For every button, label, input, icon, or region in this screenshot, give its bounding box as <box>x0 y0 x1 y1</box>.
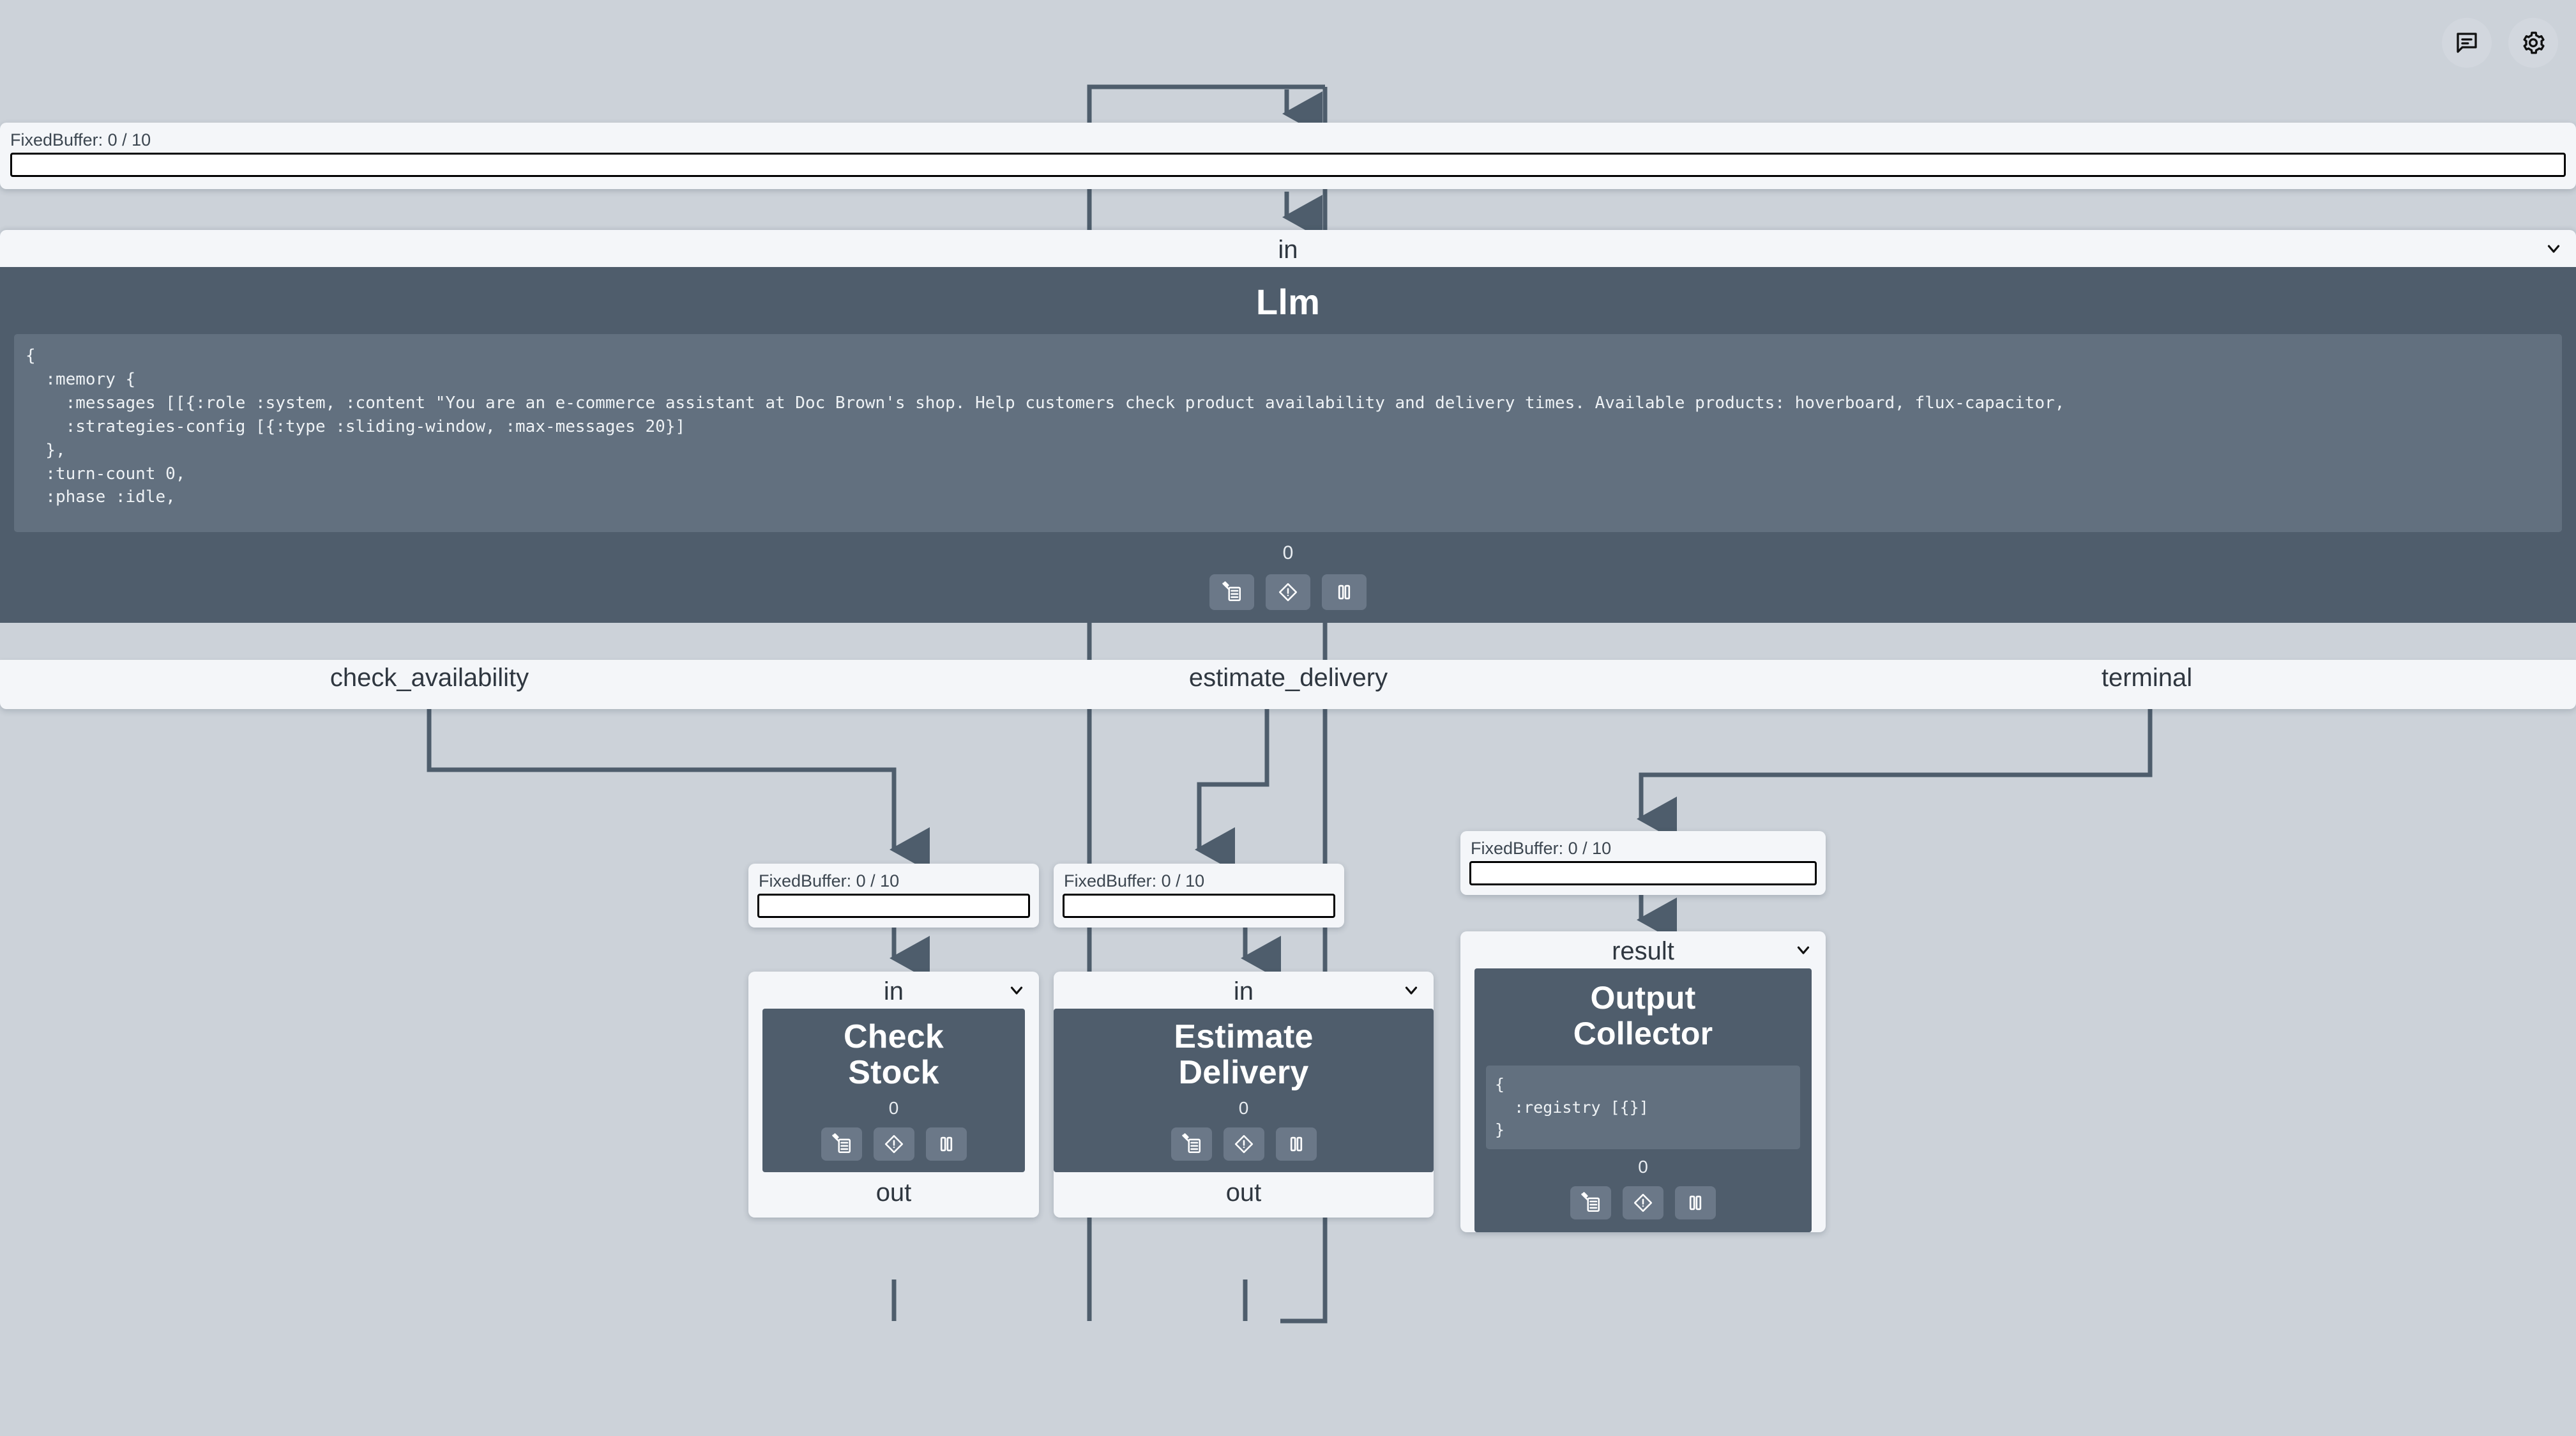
chat-button[interactable] <box>2442 18 2492 68</box>
llm-out-port-estimate-delivery[interactable]: estimate_delivery <box>1188 664 1388 692</box>
inject-icon <box>1221 581 1243 603</box>
llm-node-body: Llm { :memory { :messages [[{:role :syst… <box>0 267 2576 623</box>
top-input-buffer[interactable]: FixedBuffer: 0 / 10 <box>0 123 2576 189</box>
settings-button[interactable] <box>2508 18 2558 68</box>
buffer-label: FixedBuffer: 0 / 10 <box>1064 871 1205 890</box>
estimate-delivery-body: Estimate Delivery 0 <box>1054 1009 1434 1173</box>
check-stock-out-port[interactable]: out <box>875 1179 912 1207</box>
buffer-fill-bar <box>757 894 1030 918</box>
check-stock-body: Check Stock 0 <box>762 1009 1025 1173</box>
output-collector-count: 0 <box>1638 1156 1648 1177</box>
llm-state-code: { :memory { :messages [[{:role :system, … <box>14 334 2562 532</box>
buffer-label: FixedBuffer: 0 / 10 <box>1471 839 1612 858</box>
llm-title: Llm <box>1255 282 1321 322</box>
output-collector-action-row <box>1474 1186 1812 1219</box>
output-collector-input-buffer[interactable]: FixedBuffer: 0 / 10 <box>1460 831 1826 895</box>
chevron-down-icon[interactable] <box>1794 940 1813 959</box>
output-collector-error-button[interactable] <box>1623 1186 1663 1219</box>
estimate-delivery-in-port-row[interactable]: in <box>1054 972 1434 1009</box>
check-stock-action-row <box>762 1127 1025 1161</box>
node-estimate-delivery[interactable]: in Estimate Delivery 0 <box>1054 972 1434 1218</box>
check-stock-in-port-label: in <box>883 977 904 1005</box>
estimate-delivery-out-port[interactable]: out <box>1225 1179 1262 1207</box>
node-output-collector[interactable]: result Output Collector { :registry [{}]… <box>1460 931 1826 1232</box>
output-collector-title: Output Collector <box>1474 980 1812 1051</box>
check-stock-input-buffer[interactable]: FixedBuffer: 0 / 10 <box>748 864 1039 928</box>
title-line: Collector <box>1573 1016 1713 1051</box>
error-icon <box>883 1133 905 1155</box>
buffer-fill-bar <box>1469 861 1817 885</box>
output-collector-in-port-row[interactable]: result <box>1460 931 1826 968</box>
check-stock-error-button[interactable] <box>873 1127 914 1161</box>
output-collector-panel: result Output Collector { :registry [{}]… <box>1460 931 1826 1232</box>
llm-inject-button[interactable] <box>1209 574 1254 610</box>
check-stock-in-port-row[interactable]: in <box>748 972 1039 1009</box>
buffer-fill-bar <box>1063 894 1335 918</box>
estimate-delivery-count: 0 <box>1238 1098 1249 1119</box>
llm-action-row <box>0 574 2576 610</box>
llm-error-button[interactable] <box>1266 574 1310 610</box>
buffer-label: FixedBuffer: 0 / 10 <box>10 130 151 149</box>
gear-icon <box>2520 29 2547 56</box>
topbar-actions <box>2442 18 2558 68</box>
output-collector-pause-button[interactable] <box>1675 1186 1716 1219</box>
chat-icon <box>2453 29 2480 56</box>
buffer-label: FixedBuffer: 0 / 10 <box>759 871 900 890</box>
title-line: Stock <box>848 1054 939 1092</box>
buffer-fill-bar <box>10 153 2566 177</box>
title-line: Estimate <box>1174 1018 1314 1055</box>
error-icon <box>1632 1192 1654 1214</box>
estimate-delivery-title: Estimate Delivery <box>1054 1019 1434 1090</box>
node-llm[interactable]: in Llm { :memory { :messages [[{:role :s… <box>0 230 2576 623</box>
llm-out-port-row[interactable]: check_availability estimate_delivery ter… <box>0 660 2576 709</box>
pause-icon <box>1685 1192 1706 1214</box>
estimate-delivery-inject-button[interactable] <box>1171 1127 1212 1161</box>
chevron-down-icon[interactable] <box>1007 981 1026 1000</box>
llm-count: 0 <box>1282 542 1294 563</box>
check-stock-pause-button[interactable] <box>925 1127 967 1161</box>
llm-in-port-label: in <box>1278 236 1298 264</box>
llm-pause-button[interactable] <box>1322 574 1367 610</box>
title-line: Delivery <box>1178 1054 1309 1092</box>
estimate-delivery-error-button[interactable] <box>1223 1127 1264 1161</box>
pause-icon <box>936 1133 957 1155</box>
inject-icon <box>831 1133 852 1155</box>
estimate-delivery-action-row <box>1054 1127 1434 1161</box>
output-collector-body: Output Collector { :registry [{}] } 0 <box>1474 968 1812 1232</box>
check-stock-title: Check Stock <box>762 1019 1025 1090</box>
inject-icon <box>1580 1191 1602 1214</box>
output-collector-in-port-label: result <box>1612 937 1674 965</box>
error-icon <box>1277 581 1299 603</box>
llm-out-port-terminal[interactable]: terminal <box>2101 664 2193 692</box>
check-stock-count: 0 <box>888 1098 899 1119</box>
pause-icon <box>1285 1133 1307 1155</box>
check-stock-inject-button[interactable] <box>821 1127 862 1161</box>
estimate-delivery-pause-button[interactable] <box>1275 1127 1317 1161</box>
inject-icon <box>1181 1133 1202 1155</box>
output-collector-state-code: { :registry [{}] } <box>1486 1066 1800 1149</box>
output-collector-inject-button[interactable] <box>1570 1186 1611 1219</box>
node-check-stock[interactable]: in Check Stock 0 <box>748 972 1039 1218</box>
chevron-down-icon[interactable] <box>2544 239 2563 258</box>
estimate-delivery-in-port-label: in <box>1233 977 1254 1005</box>
title-line: Output <box>1590 980 1696 1016</box>
pause-icon <box>1333 581 1355 603</box>
chevron-down-icon[interactable] <box>1402 981 1421 1000</box>
estimate-delivery-input-buffer[interactable]: FixedBuffer: 0 / 10 <box>1054 864 1344 928</box>
llm-out-port-check-availability[interactable]: check_availability <box>330 664 529 692</box>
check-stock-panel: in Check Stock 0 <box>748 972 1039 1218</box>
title-line: Check <box>843 1018 944 1055</box>
estimate-delivery-panel: in Estimate Delivery 0 <box>1054 972 1434 1218</box>
error-icon <box>1233 1133 1255 1155</box>
llm-in-port-row[interactable]: in <box>0 230 2576 267</box>
